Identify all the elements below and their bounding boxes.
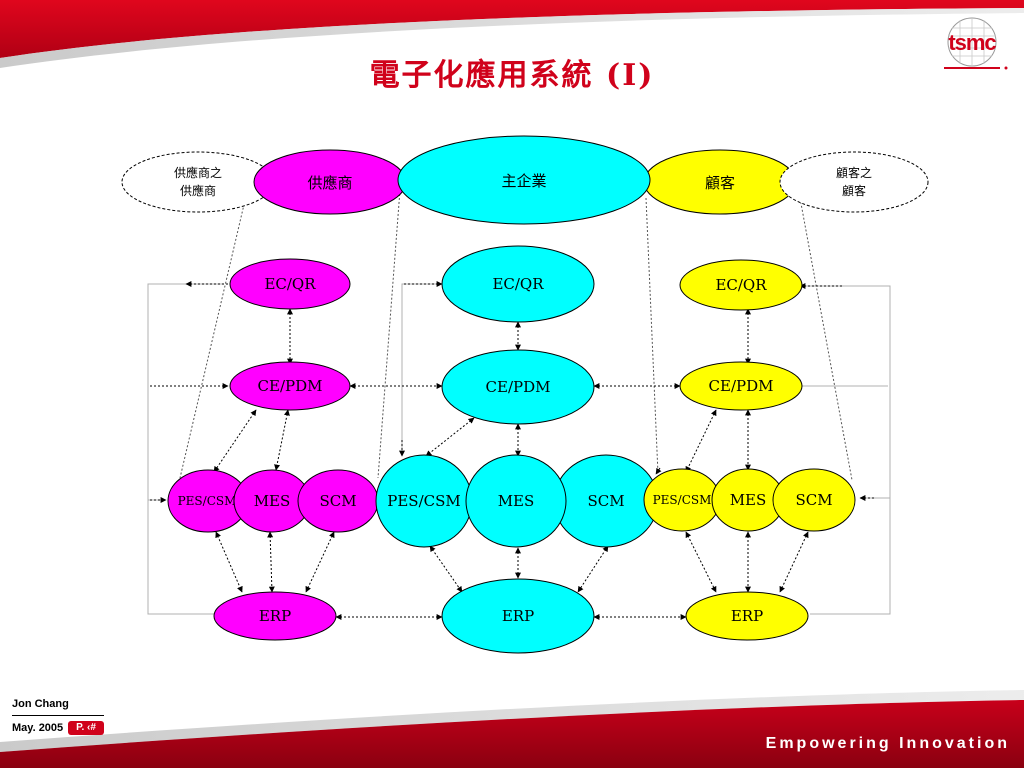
supplier-erp-node <box>213 591 337 641</box>
customer-of-customer-node <box>779 151 929 213</box>
enterprise-pes-label: PES/CSM <box>387 492 460 510</box>
supplier-of-supplier-node <box>121 151 275 213</box>
customer-ecqr-label: EC/QR <box>715 276 767 294</box>
customer-label: 顧客 <box>705 174 735 192</box>
footer-swoosh <box>0 700 1024 768</box>
enterprise-erp-label: ERP <box>502 607 534 625</box>
enterprise-ecqr-node <box>441 245 595 323</box>
supplier-cepdm-node <box>229 361 351 411</box>
footer-divider <box>12 715 104 716</box>
customer-scm-node <box>772 468 856 532</box>
flow-arrows <box>150 281 874 620</box>
tsmc-logo-text: tsmc <box>948 30 996 55</box>
supplier-bracket <box>147 283 222 615</box>
header-swoosh-grey <box>0 8 1024 68</box>
supplier-ecqr-node <box>229 258 351 310</box>
customer-of-customer-label-1: 顧客之 <box>836 165 872 180</box>
tsmc-logo <box>944 17 1008 70</box>
supplier-scm-label: SCM <box>319 492 356 510</box>
enterprise-bracket <box>401 283 440 456</box>
customer-column: EC/QR CE/PDM PES/CSM MES SCM ERP <box>643 259 856 641</box>
enterprise-scm-label: SCM <box>587 492 624 510</box>
enterprise-label: 主企業 <box>501 172 546 190</box>
customer-pes-label: PES/CSM <box>653 493 712 507</box>
footer-author: Jon Chang <box>12 698 69 710</box>
footer-page-number: P. ‹# <box>68 721 104 735</box>
customer-bracket <box>800 285 891 615</box>
supplier-mes-label: MES <box>254 492 291 510</box>
enterprise-ecqr-label: EC/QR <box>492 275 544 293</box>
enterprise-erp-node <box>441 578 595 654</box>
customer-ecqr-node <box>679 259 803 311</box>
enterprise-cepdm-node <box>441 349 595 425</box>
supplier-pes-label: PES/CSM <box>178 494 237 508</box>
supplier-of-supplier-label-2: 供應商 <box>180 183 216 198</box>
customer-erp-node <box>685 591 809 641</box>
top-row: 供應商之 供應商 供應商 顧客 顧客之 顧客 主企業 <box>121 135 929 225</box>
customer-cepdm-node <box>679 361 803 411</box>
customer-scm-label: SCM <box>795 491 832 509</box>
customer-cepdm-label: CE/PDM <box>709 377 774 395</box>
enterprise-column: EC/QR CE/PDM PES/CSM SCM MES ERP <box>375 245 659 654</box>
customer-of-customer-label-2: 顧客 <box>842 183 866 198</box>
supplier-ecqr-label: EC/QR <box>264 275 316 293</box>
supplier-erp-label: ERP <box>259 607 291 625</box>
header-swoosh <box>0 0 1024 58</box>
enterprise-mes-node <box>465 454 567 548</box>
supplier-column: EC/QR CE/PDM PES/CSM MES SCM ERP <box>167 258 379 641</box>
supplier-label: 供應商 <box>307 174 352 192</box>
footer-tagline: Empowering Innovation <box>765 735 1010 752</box>
enterprise-node <box>397 135 651 225</box>
customer-mes-label: MES <box>730 491 767 509</box>
footer-date: May. 2005 <box>12 722 64 734</box>
top-to-column-links <box>179 189 853 481</box>
supplier-cepdm-label: CE/PDM <box>258 377 323 395</box>
enterprise-mes-label: MES <box>498 492 535 510</box>
enterprise-cepdm-label: CE/PDM <box>486 378 551 396</box>
slide-title: 電子化應用系統 (I) <box>369 58 655 93</box>
footer-swoosh-grey <box>0 690 1024 752</box>
customer-erp-label: ERP <box>731 607 763 625</box>
supplier-of-supplier-label-1: 供應商之 <box>174 165 222 180</box>
